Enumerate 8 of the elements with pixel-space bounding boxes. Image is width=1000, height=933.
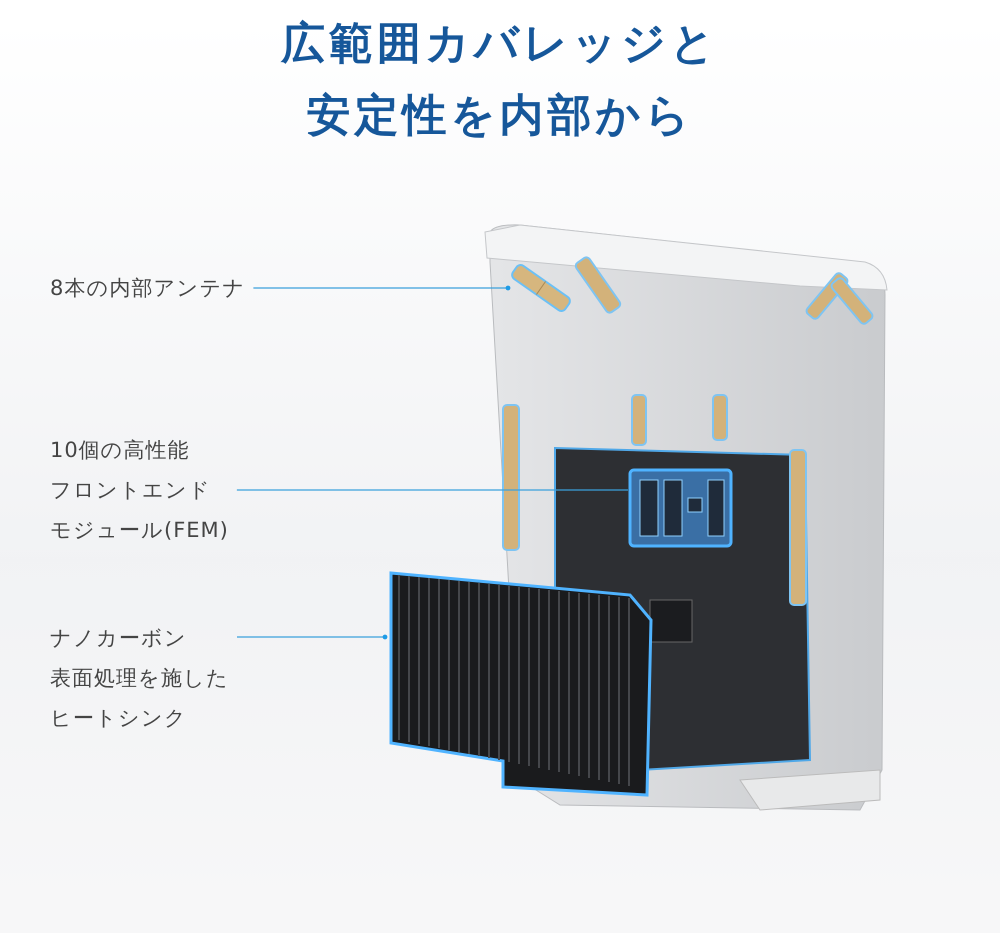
leader-line [253,286,510,290]
callout-text: 8本の内部アンテナ [50,268,246,308]
heading: 広範囲カバレッジと安定性を内部から [280,17,720,143]
callout-text: ナノカーボン表面処理を施したヒートシンク [50,618,229,738]
callout-text: 10個の高性能フロントエンドモジュール(FEM) [50,430,229,550]
leader-line [237,634,388,640]
leader-line [236,489,628,491]
fem-chip-drawing [628,468,733,548]
